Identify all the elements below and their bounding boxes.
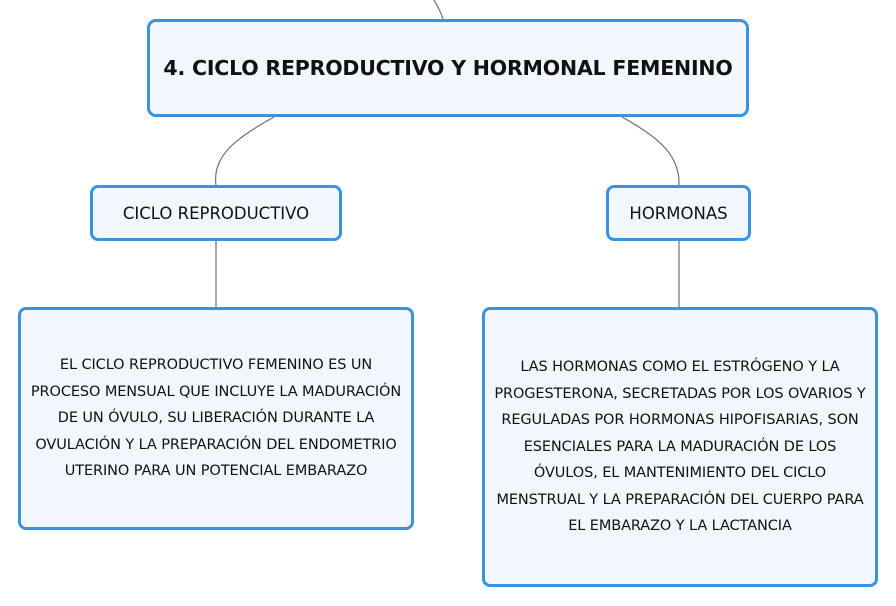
main-topic-node[interactable]: 4. CICLO REPRODUCTIVO Y HORMONAL FEMENIN…: [147, 19, 749, 117]
topic-node-ciclo-reproductivo[interactable]: CICLO REPRODUCTIVO: [90, 185, 342, 241]
detail-node-hormonas[interactable]: LAS HORMONAS COMO EL ESTRÓGENO Y LA PROG…: [482, 307, 878, 587]
main-topic-label: 4. CICLO REPRODUCTIVO Y HORMONAL FEMENIN…: [163, 56, 733, 80]
topic-label-ciclo-reproductivo: CICLO REPRODUCTIVO: [122, 203, 310, 223]
topic-node-hormonas[interactable]: HORMONAS: [606, 185, 751, 241]
connector-title-to-ciclo: [214, 116, 275, 186]
connector-from-parent: [433, 0, 444, 20]
detail-text-hormonas: LAS HORMONAS COMO EL ESTRÓGENO Y LA PROG…: [494, 359, 866, 535]
detail-node-ciclo-reproductivo[interactable]: EL CICLO REPRODUCTIVO FEMENINO ES UN PRO…: [18, 307, 414, 530]
connector-title-to-hormonas: [621, 116, 680, 186]
detail-text-ciclo-reproductivo: EL CICLO REPRODUCTIVO FEMENINO ES UN PRO…: [30, 357, 402, 480]
topic-label-hormonas: HORMONAS: [629, 203, 728, 223]
